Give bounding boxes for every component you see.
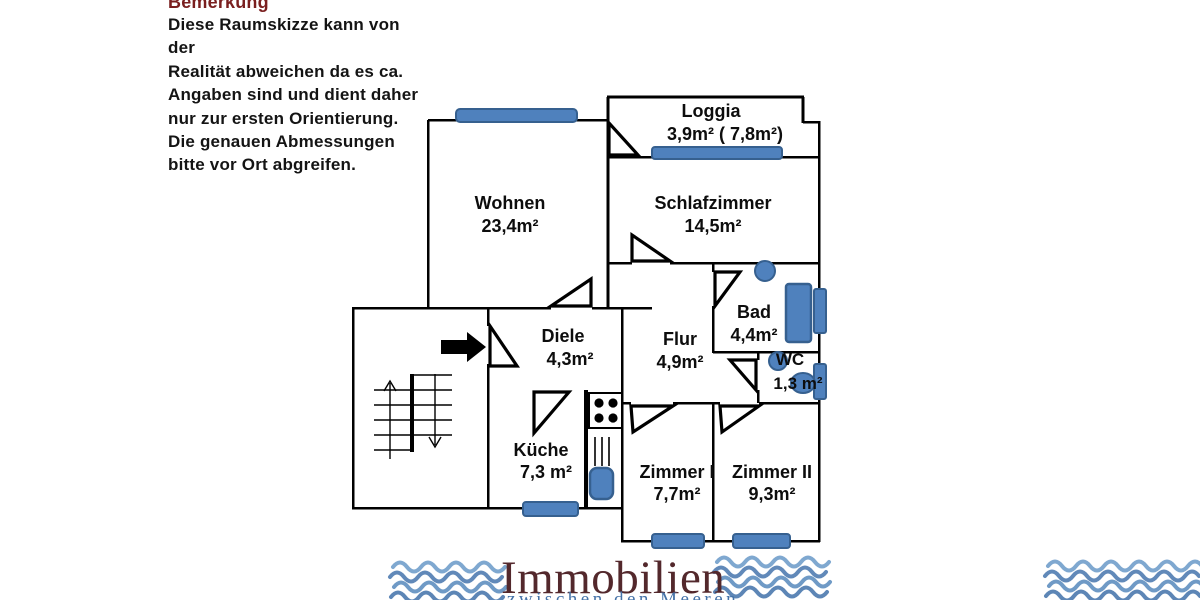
door-diele-entrance (488, 320, 521, 368)
door-swings (488, 118, 765, 438)
room-label-wohnen: Wohnen 23,4m² (430, 192, 590, 238)
room-name: WC (775, 350, 805, 369)
entrance-arrow-icon (441, 332, 486, 362)
door-schlafzimmer (630, 231, 676, 263)
stove-icon (588, 392, 623, 429)
staircase-icon (374, 374, 452, 459)
remark-line: Die genauen Abmessungen (168, 132, 395, 152)
room-name: Loggia (681, 101, 741, 121)
wc-basin-icon (768, 351, 788, 371)
room-label-flur: Flur 4,9m² (634, 328, 726, 374)
room-area: 1,3 m² (773, 374, 823, 393)
bathtub-icon (784, 282, 813, 344)
room-name: Zimmer II (731, 462, 813, 482)
window-zimmer1 (651, 533, 705, 549)
sink-icon (588, 466, 615, 501)
room-label-zimmer1: Zimmer I 7,7m² (628, 461, 726, 505)
room-name: Wohnen (474, 193, 546, 213)
remark-heading: Bemerkung (168, 0, 269, 12)
room-area: 4,9m² (656, 352, 704, 372)
windows (455, 108, 827, 549)
room-label-kueche: Küche 7,3 m² (497, 439, 585, 483)
door-zimmer2 (718, 404, 765, 435)
room-area: 4,4m² (730, 325, 778, 345)
room-name: Diele (541, 326, 585, 346)
remark-line: Realität abweichen da es ca. (168, 61, 404, 81)
remark-line: Diese Raumskizze kann von der (168, 15, 400, 58)
room-name: Bad (736, 302, 771, 322)
room-label-diele: Diele 4,3m² (517, 325, 609, 371)
remark-block: Bemerkung Diese Raumskizze kann von der … (168, 0, 428, 177)
room-label-wc: WC (770, 350, 810, 370)
room-name: Zimmer I (639, 462, 715, 482)
logo-title: Immobilien (501, 552, 726, 600)
room-name: Küche (513, 440, 569, 460)
wc-toilet-icon (790, 372, 816, 394)
door-loggia (607, 118, 642, 157)
room-label-loggia: Loggia 3,9m² ( 7,8m²) (636, 100, 786, 146)
remark-line: bitte vor Ort abgreifen. (168, 155, 357, 175)
window-zimmer2 (732, 533, 791, 549)
remark-line: nur zur ersten Orientierung. (168, 108, 399, 128)
door-wc (726, 358, 758, 395)
room-area: 3,9m² ( 7,8m²) (666, 124, 784, 144)
door-kueche (532, 390, 573, 438)
door-zimmer1 (629, 404, 679, 435)
logo-subtitle: zwischen den Meeren (507, 589, 740, 600)
room-label-bad: Bad 4,4m² (714, 301, 794, 347)
room-area: 14,5m² (684, 216, 742, 236)
kitchen-unit (584, 390, 623, 509)
room-area: 9,3m² (748, 484, 796, 504)
door-bad (713, 270, 744, 311)
drainer-lines (594, 437, 610, 466)
remark-line: Angaben sind und dient daher (168, 85, 419, 105)
room-name: Flur (663, 329, 697, 349)
room-area: 4,3m² (546, 349, 594, 369)
room-area: 7,3 m² (519, 462, 573, 482)
logo-waves-left (388, 560, 508, 600)
room-area: 7,7m² (653, 484, 701, 504)
room-area-wc: 1,3 m² (766, 374, 830, 394)
window-kueche (522, 501, 579, 517)
window-wohnen (455, 108, 578, 123)
room-label-zimmer2: Zimmer II 9,3m² (722, 461, 822, 505)
kitchen-counter-edge (584, 390, 588, 509)
window-loggia (651, 146, 783, 160)
logo-waves-far-right (1043, 559, 1200, 600)
room-area: 23,4m² (481, 216, 539, 236)
window-bad (813, 288, 827, 334)
room-name: Schlafzimmer (654, 193, 772, 213)
fixtures (754, 260, 816, 394)
door-wohnen (545, 275, 593, 308)
room-label-schlafzimmer: Schlafzimmer 14,5m² (633, 192, 793, 238)
bad-sink-icon (754, 260, 776, 282)
